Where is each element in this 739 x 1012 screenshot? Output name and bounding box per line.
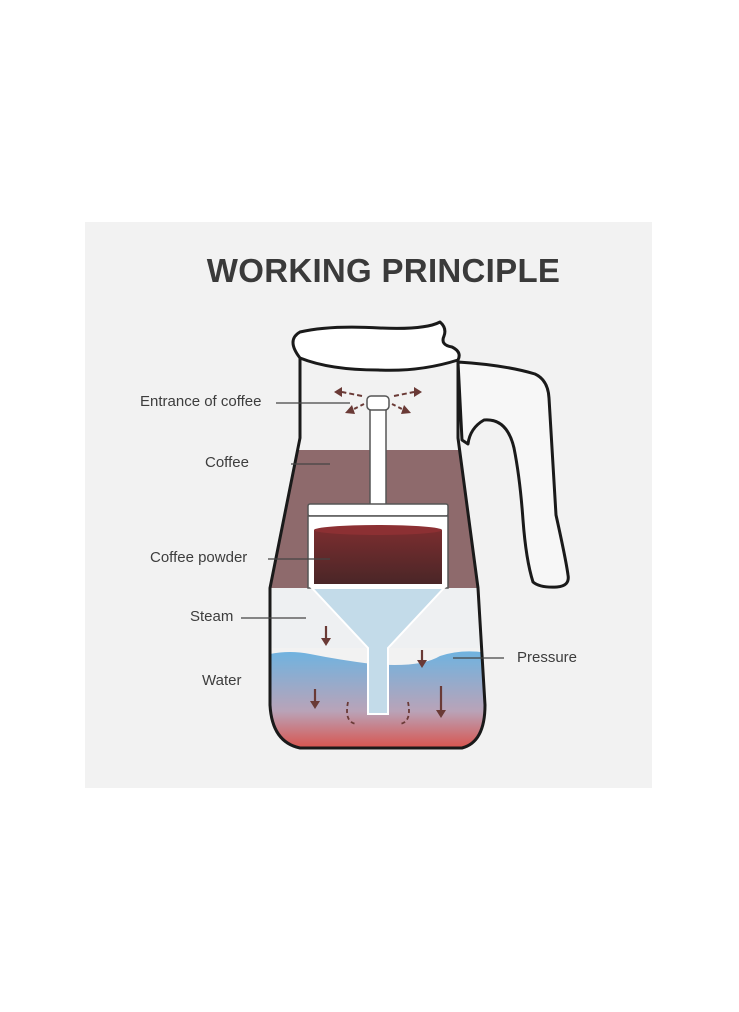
central-tube	[369, 404, 387, 506]
label-entrance-of-coffee: Entrance of coffee	[140, 393, 262, 410]
coffee-powder-top	[314, 525, 442, 535]
label-pressure: Pressure	[517, 649, 578, 666]
jug-rim	[291, 320, 461, 372]
jug-outline	[268, 358, 487, 750]
entrance-arrows	[334, 387, 422, 414]
pressure-arrows	[310, 626, 446, 718]
diagram-title: WORKING PRINCIPLE	[206, 252, 561, 289]
label-coffee: Coffee	[205, 454, 249, 471]
jug-handle	[456, 360, 570, 589]
coffee-powder	[314, 530, 442, 584]
leader-lines	[241, 402, 504, 659]
steam-bubbles	[346, 701, 410, 725]
funnel	[309, 587, 447, 715]
label-coffee-powder: Coffee powder	[150, 549, 248, 566]
tube-cap	[366, 395, 390, 411]
label-steam: Steam	[190, 608, 234, 625]
label-water: Water	[202, 672, 242, 689]
filter-lid	[307, 503, 449, 517]
